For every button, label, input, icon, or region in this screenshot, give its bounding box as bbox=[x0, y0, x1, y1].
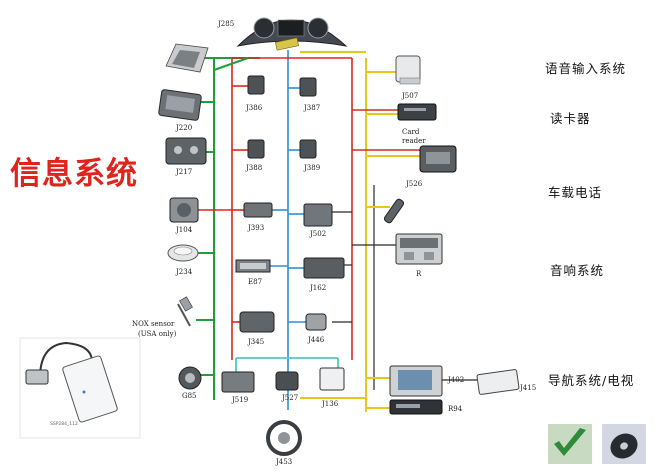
j507-module bbox=[395, 55, 421, 85]
label-j519: J519 bbox=[232, 396, 249, 404]
nav-display bbox=[389, 365, 443, 397]
j389-module bbox=[299, 139, 317, 159]
j502-module bbox=[303, 203, 333, 227]
check-icon[interactable] bbox=[548, 424, 592, 464]
label-j446: J446 bbox=[308, 336, 325, 344]
system-card-reader: 读卡器 bbox=[550, 111, 591, 126]
label-e87: E87 bbox=[248, 278, 263, 286]
r94-tuner bbox=[389, 399, 443, 415]
radio-unit bbox=[395, 233, 443, 265]
j386-module bbox=[247, 75, 265, 95]
label-j527: J527 bbox=[282, 394, 299, 402]
label-card-1: Card bbox=[402, 128, 420, 136]
j234-module bbox=[167, 244, 199, 262]
usb-device bbox=[25, 341, 118, 423]
label-j388: J388 bbox=[246, 164, 263, 172]
label-j220: J220 bbox=[176, 124, 193, 132]
label-j507: J507 bbox=[402, 92, 419, 100]
j345-module bbox=[239, 311, 275, 333]
figure-code: SSP284_112 bbox=[50, 422, 78, 427]
j387-module bbox=[299, 77, 317, 97]
label-j387: J387 bbox=[304, 104, 321, 112]
j519-module bbox=[221, 371, 255, 393]
j217-module bbox=[165, 137, 207, 165]
j446-module bbox=[305, 313, 327, 331]
j104-module bbox=[169, 197, 199, 223]
label-j234: J234 bbox=[176, 268, 193, 276]
system-voice-input: 语音输入系统 bbox=[545, 61, 627, 76]
label-j285: J285 bbox=[218, 20, 235, 28]
disc-icon[interactable] bbox=[602, 424, 646, 464]
j527-module bbox=[275, 371, 299, 391]
j415-module bbox=[476, 369, 520, 395]
label-j415: J415 bbox=[520, 384, 537, 392]
page-title: 信息系统 bbox=[10, 156, 138, 192]
j220-module bbox=[158, 89, 202, 121]
card-reader bbox=[397, 103, 437, 121]
label-j402: J402 bbox=[448, 376, 465, 384]
steering-wheel bbox=[266, 420, 302, 456]
label-r: R bbox=[416, 270, 422, 278]
label-j345: J345 bbox=[248, 338, 265, 346]
system-audio: 音响系统 bbox=[550, 263, 605, 278]
label-r94: R94 bbox=[448, 405, 463, 413]
label-j389: J389 bbox=[304, 164, 321, 172]
j393-module bbox=[243, 202, 273, 218]
j162-module bbox=[303, 257, 345, 279]
label-g85: G85 bbox=[182, 392, 197, 400]
label-j386: J386 bbox=[246, 104, 263, 112]
stub-j285 bbox=[213, 57, 249, 71]
nox-sensor bbox=[177, 296, 193, 327]
label-nox-2: (USA only) bbox=[138, 330, 177, 338]
label-j136: J136 bbox=[322, 400, 339, 408]
j136-module bbox=[319, 367, 345, 391]
label-j104: J104 bbox=[176, 226, 193, 234]
j526-module bbox=[419, 145, 457, 173]
j285-sensor bbox=[165, 43, 209, 73]
phone-handset bbox=[383, 198, 405, 224]
system-car-phone: 车载电话 bbox=[548, 185, 603, 200]
device-frame bbox=[19, 337, 141, 439]
label-j502: J502 bbox=[310, 230, 327, 238]
label-card-2: reader bbox=[402, 137, 426, 145]
system-navigation-tv: 导航系统/电视 bbox=[548, 373, 635, 388]
label-j526: J526 bbox=[406, 180, 423, 188]
instrument-cluster bbox=[236, 17, 348, 51]
label-j393: J393 bbox=[248, 224, 265, 232]
e87-panel bbox=[235, 259, 271, 273]
j388-module bbox=[247, 139, 265, 159]
g85-sensor bbox=[178, 366, 202, 390]
label-j217: J217 bbox=[176, 168, 193, 176]
label-nox-1: NOX sensor bbox=[132, 320, 175, 328]
label-j162: J162 bbox=[310, 284, 327, 292]
label-j453: J453 bbox=[276, 458, 293, 466]
